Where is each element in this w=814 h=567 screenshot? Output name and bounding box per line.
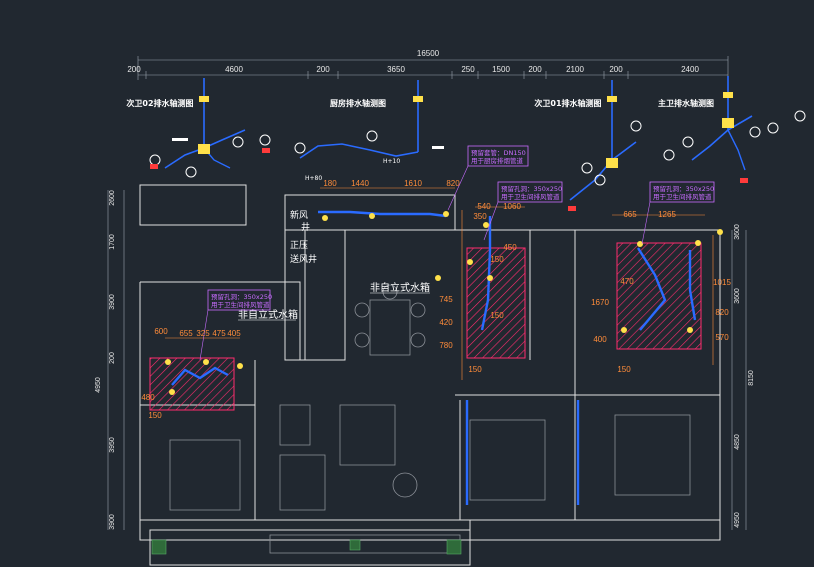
callout-duct-3: 预留孔洞：350x250 用于卫生间排风管道: [199, 289, 272, 361]
iso-diagram-kitchen: 厨房排水轴测图 H+80 H+10: [294, 80, 444, 182]
iso-title-master-bath: 主卫排水轴测图: [658, 98, 714, 108]
iso-diagram-bath02: 次卫02排水轴测图: [126, 78, 271, 178]
dim-segment: 200: [127, 65, 141, 74]
dim-segment: 250: [461, 65, 475, 74]
dim-orange: 150: [468, 365, 482, 374]
dim-orange: 820: [446, 179, 460, 188]
master-bath-hatch-zone: [616, 242, 702, 350]
bath02-hatch-zone: [149, 357, 235, 411]
orange-dimensions-mid: 540 1060 350 450 745 420 780: [439, 202, 525, 380]
left-dim: 4950: [95, 377, 102, 393]
shaft-labels: 新风 井 正压 送风井: [290, 209, 317, 265]
dim-orange: 1265: [658, 210, 676, 219]
dim-orange: 150: [148, 411, 162, 420]
fresh-air-shaft-label: 新风: [290, 209, 308, 221]
dim-segment: 2400: [681, 65, 699, 74]
dim-orange: 1060: [503, 202, 521, 211]
callout-duct2-line1: 预留孔洞：350x250: [653, 184, 714, 193]
dim-orange: 325: [196, 329, 210, 338]
left-dim: 2600: [109, 190, 116, 206]
dim-segment: 2100: [566, 65, 584, 74]
iso-diagram-master-bath: 主卫排水轴测图: [658, 76, 806, 183]
dim-orange: 1440: [351, 179, 369, 188]
left-dim: 1700: [109, 234, 116, 250]
dim-orange: 600: [154, 327, 168, 336]
right-dim: 8150: [748, 370, 755, 386]
landscape-blocks: [151, 539, 462, 555]
dim-segment: 200: [316, 65, 330, 74]
pressure-shaft-label-2: 送风井: [290, 253, 317, 265]
dim-orange: 1670: [591, 298, 609, 307]
dim-segment: 200: [528, 65, 542, 74]
right-dim: 4850: [734, 434, 741, 450]
pressure-shaft-label: 正压: [290, 240, 308, 251]
iso-title-kitchen: 厨房排水轴测图: [330, 98, 386, 108]
left-dimension-chain: 1700 3900 2600 200 3950 4950 3900: [95, 190, 125, 530]
water-tank-label-left: 非自立式水箱: [238, 308, 298, 321]
callout-duct1-line2: 用于卫生间排风管道: [501, 192, 560, 201]
dim-orange: 350: [473, 212, 487, 221]
callout-duct3-line1: 预留孔洞：350x250: [211, 292, 272, 301]
dim-orange: 405: [227, 329, 241, 338]
left-dim: 200: [109, 352, 116, 364]
orange-dimensions-kitchen: 180 1440 1610 820: [320, 179, 460, 189]
iso-title-bath02: 次卫02排水轴测图: [126, 98, 193, 108]
floor-plan-walls: [139, 184, 721, 566]
dim-orange: 1015: [713, 278, 731, 287]
left-dim: 3950: [109, 437, 116, 453]
iso-marker-h80: H+80: [305, 175, 322, 182]
overall-dimension: 16500: [417, 49, 440, 58]
orange-dimensions-left-room: 655 325 475 405 480 600: [141, 327, 241, 402]
dim-orange: 150: [490, 311, 504, 320]
callout-kitchen-pipe: 预留套管：DN150 用于厨房排烟管道: [447, 145, 529, 211]
right-dim: 3600: [734, 224, 741, 240]
dim-orange: 400: [593, 335, 607, 344]
dim-orange: 470: [620, 277, 634, 286]
dim-orange: 780: [439, 341, 453, 350]
dim-segment: 200: [609, 65, 623, 74]
fresh-air-shaft-label-2: 井: [301, 221, 310, 233]
callout-duct1-line1: 预留孔洞：350x250: [501, 184, 562, 193]
dim-orange: 665: [623, 210, 637, 219]
dim-orange: 655: [179, 329, 193, 338]
dim-orange: 1610: [404, 179, 422, 188]
plan-markers: [165, 211, 723, 395]
callout-duct3-line2: 用于卫生间排风管道: [211, 300, 270, 309]
dim-orange: 540: [477, 202, 491, 211]
callout-kitchen-line1: 预留套管：DN150: [471, 148, 526, 157]
dim-orange: 570: [715, 333, 729, 342]
right-dim: 3600: [734, 288, 741, 304]
plan-pipes: [171, 210, 697, 505]
dim-segment: 1500: [492, 65, 510, 74]
dim-orange: 150: [617, 365, 631, 374]
bath01-hatch-zone: [466, 247, 526, 359]
dim-orange: 450: [503, 243, 517, 252]
callout-duct2-line2: 用于卫生间排风管道: [653, 192, 712, 201]
iso-title-bath01: 次卫01排水轴测图: [534, 98, 601, 108]
left-dim: 3900: [109, 514, 116, 530]
callout-duct-1: 预留孔洞：350x250 用于卫生间排风管道: [483, 181, 563, 241]
dim-segment: 4600: [225, 65, 243, 74]
left-dim: 3900: [109, 294, 116, 310]
orange-dimensions-right-room: 665 1265 470 1670 400 1015 820 570 150: [591, 210, 731, 374]
right-dim: 4950: [734, 512, 741, 528]
iso-marker-h10: H+10: [383, 158, 400, 165]
dim-orange: 475: [212, 329, 226, 338]
right-dimension-chain: 3600 3600 8150 4850 4950: [731, 224, 755, 530]
callout-duct-2: 预留孔洞：350x250 用于卫生间排风管道: [641, 181, 715, 245]
dim-orange: 420: [439, 318, 453, 327]
water-tank-label-center: 非自立式水箱: [370, 281, 430, 294]
furniture: [169, 284, 691, 554]
dim-orange: 745: [439, 295, 453, 304]
callout-kitchen-line2: 用于厨房排烟管道: [471, 156, 524, 165]
iso-diagram-bath01: 次卫01排水轴测图: [534, 80, 675, 211]
dim-segment: 3650: [387, 65, 405, 74]
orange-dimensions-misc: 150 150 150 150: [148, 255, 504, 420]
dim-orange: 480: [141, 393, 155, 402]
dim-orange: 820: [715, 308, 729, 317]
dim-orange: 150: [490, 255, 504, 264]
top-dimension-chain: 16500 200 4600 200 3650 250 1500 200 210…: [127, 49, 729, 80]
dim-orange: 180: [323, 179, 337, 188]
